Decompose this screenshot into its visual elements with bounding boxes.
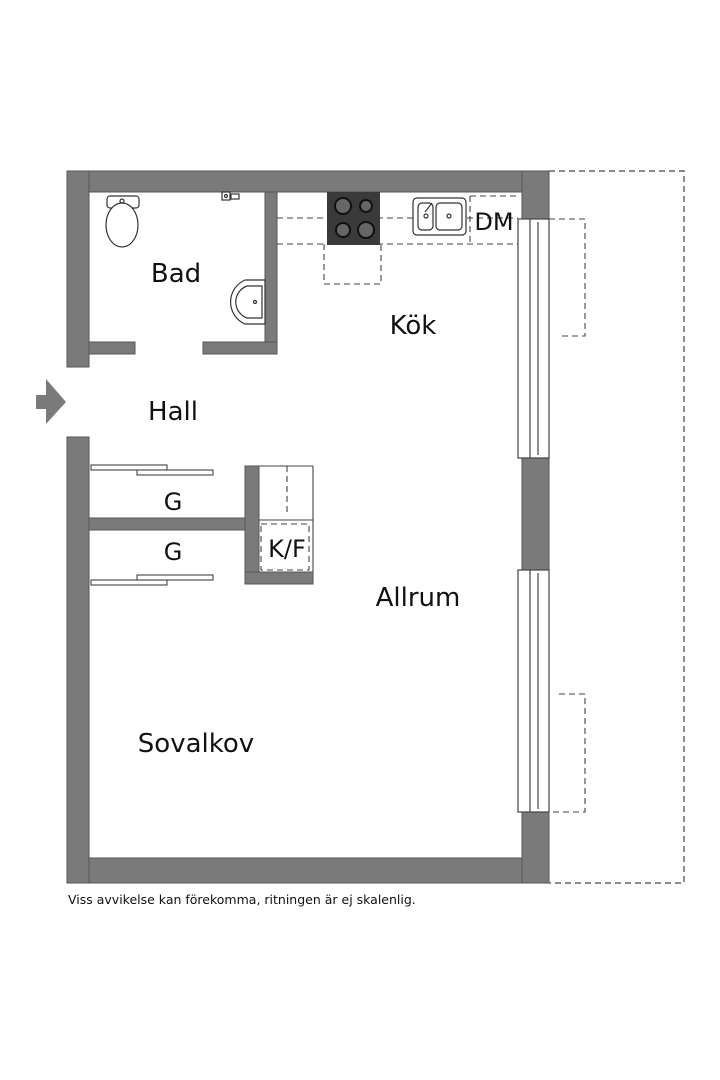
room-label-allrum: Allrum [376,583,461,613]
room-label-wardrobe-2: G [164,538,183,566]
kitchen-counter [277,195,518,285]
outer-walls [66,170,550,884]
room-label-kok: Kök [390,311,437,341]
room-label-wardrobe-1: G [164,488,183,516]
stove-icon [327,192,380,245]
disclaimer-text: Viss avvikelse kan förekomma, ritningen … [68,892,416,907]
room-label-hall: Hall [148,397,198,427]
room-label-kf: K/F [268,535,306,563]
interior-walls [88,191,314,585]
basin-icon [229,279,266,325]
room-label-sovalkov: Sovalkov [138,729,254,759]
window-swing [549,218,586,813]
window-upper [517,218,550,459]
toilet-icon [105,195,140,248]
sink-icon [412,197,467,236]
room-label-bad: Bad [151,259,201,289]
wardrobe-doors [90,464,214,586]
balcony-outline [549,170,685,884]
window-lower [517,569,550,813]
shower-icon [221,191,240,201]
label-dishwasher: DM [474,208,513,236]
entrance-arrow-icon [36,379,66,424]
fridge-freezer [259,465,314,572]
